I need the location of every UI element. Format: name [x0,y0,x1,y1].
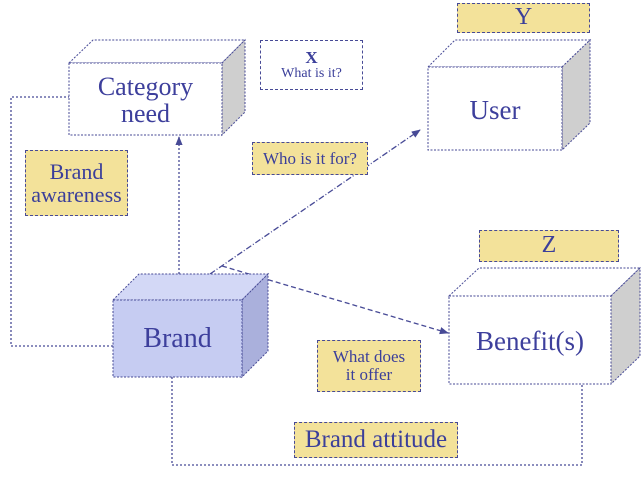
benefits-label: Benefit(s) [449,296,611,386]
node-benefits[interactable] [447,266,642,386]
x-caption: What is it? [281,65,342,81]
brand-label-text: Brand [143,322,212,354]
edge-brand-to-benefits [221,265,449,335]
what-does-it-offer-line2: it offer [345,365,393,384]
brand-awareness-line1: Brand [49,158,104,184]
user-label: User [428,70,562,150]
benefits-top-face [447,267,642,297]
user-label-text: User [469,94,521,125]
brand-awareness-line2: awareness [31,182,122,207]
category-need-label-line2: need [120,99,171,128]
brand-awareness-loop [10,96,113,347]
brand-attitude-tag: Brand attitude [294,422,458,458]
connectors [10,96,583,466]
category-need-front-face [68,62,223,136]
x-what-is-it-note: X What is it? [260,40,363,90]
x-letter: X [305,47,318,67]
category-need-top-face [67,39,247,64]
brand-awareness-tag: Brand awareness [25,150,128,216]
y-tag: Y [457,3,590,33]
brand-attitude-text: Brand attitude [304,425,448,453]
what-does-it-offer-line1: What does [332,347,406,367]
y-letter: Y [514,4,533,31]
what-does-it-offer-tag: What does it offer [317,340,421,392]
user-side-face [561,38,591,152]
node-user[interactable] [426,38,592,152]
z-tag: Z [479,230,619,262]
edge-brand-to-user [209,129,421,275]
brand-front-face [112,299,243,378]
benefits-front-face [448,295,612,385]
node-category-need[interactable] [67,38,247,137]
who-is-it-for-tag: Who is it for? [252,142,368,175]
user-front-face [427,66,563,151]
category-need-label: Category need [69,66,222,134]
brand-attitude-loop [171,377,583,466]
brand-top-face [111,273,270,301]
benefits-label-text: Benefit(s) [476,325,584,356]
node-brand[interactable] [111,272,270,379]
brand-label: Brand [113,300,242,377]
z-letter: Z [541,232,557,259]
category-need-label-line1: Category [97,71,194,101]
who-is-it-for-text: Who is it for? [263,148,357,168]
